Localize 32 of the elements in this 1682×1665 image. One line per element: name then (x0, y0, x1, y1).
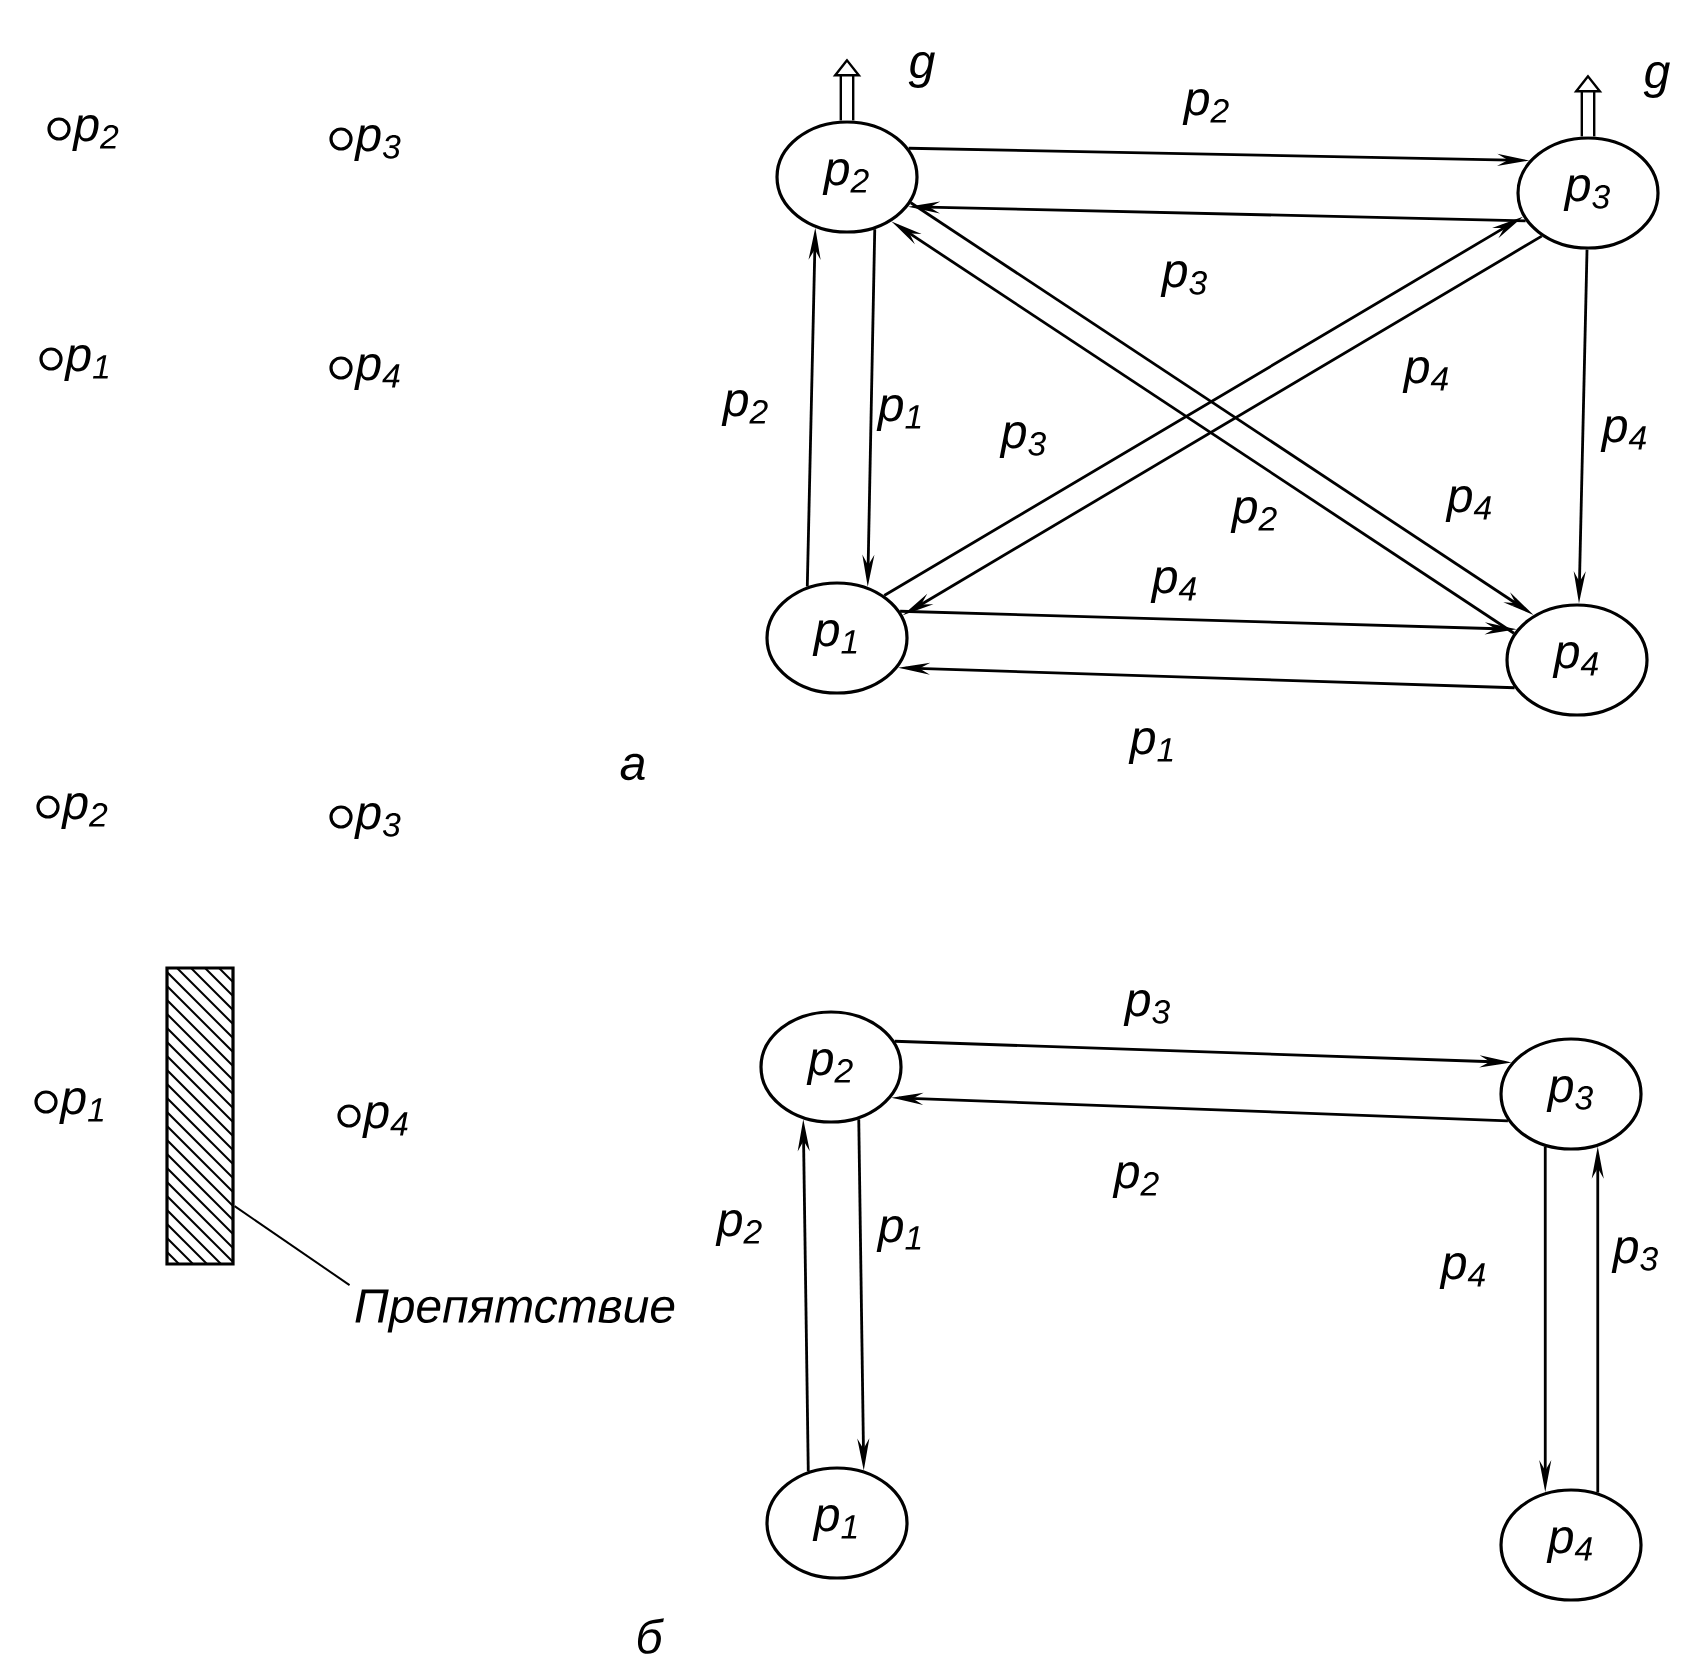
point-label: p$_{4}$ (329, 354, 400, 390)
edge-label: p$_{1}$ (875, 393, 927, 433)
edge-label: p$_{3}$ (1610, 1235, 1662, 1275)
point-label: p$_{2}$ (36, 793, 108, 829)
edge-label: p$_{2}$ (1229, 495, 1281, 535)
edge-label: p$_{2}$ (1181, 87, 1233, 127)
point-label: p$_{3}$ (329, 803, 401, 839)
edge-label: p$_{3}$ (1122, 988, 1174, 1028)
edge-label: p$_{4}$ (1444, 484, 1496, 524)
hatched-obstacle (165, 966, 235, 1266)
leader-line (233, 1205, 351, 1287)
edge-label: p$_{4}$ (1599, 414, 1651, 454)
obstacle-label: Препятствие (355, 1289, 675, 1333)
edge-label: p$_{4}$ (1401, 355, 1453, 395)
edge-label: p$_{1}$ (1127, 726, 1179, 766)
edge-label: p$_{2}$ (714, 1208, 766, 1248)
point-label: p$_{2}$ (47, 115, 119, 151)
edge-label: p$_{2}$ (720, 388, 772, 428)
edge-label: g (1641, 60, 1673, 100)
figure-caption: а (620, 753, 645, 781)
point-label: p$_{4}$ (337, 1102, 408, 1138)
edge-label: p$_{4}$ (1438, 1251, 1490, 1291)
edge-label: g (906, 50, 938, 90)
edge-label: p$_{1}$ (875, 1214, 927, 1254)
figure-caption: б (637, 1618, 664, 1654)
point-label: p$_{1}$ (34, 1088, 103, 1124)
point-label: p$_{1}$ (39, 345, 108, 381)
edge-label: p$_{2}$ (1111, 1160, 1163, 1200)
edge-label: p$_{3}$ (998, 420, 1050, 460)
point-label: p$_{3}$ (329, 125, 401, 161)
edge-label: p$_{4}$ (1149, 565, 1201, 605)
edge-label: p$_{3}$ (1159, 259, 1211, 299)
